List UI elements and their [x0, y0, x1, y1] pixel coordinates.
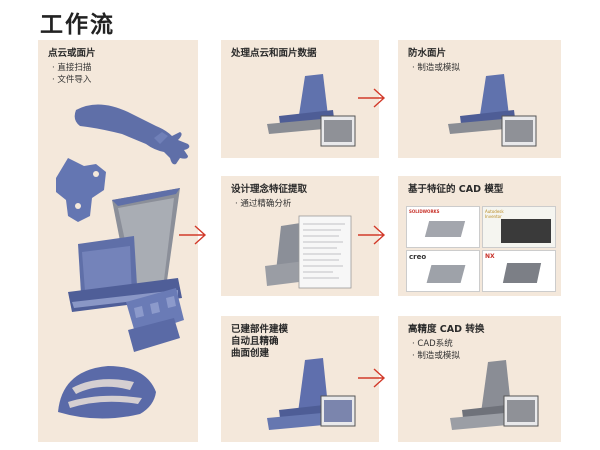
- hand-scan-icon: [74, 104, 190, 165]
- bracket-part-icon: [56, 158, 106, 222]
- page-title: 工作流: [40, 12, 115, 38]
- panel-highprec-items: CAD系统 制造或模拟: [412, 338, 460, 362]
- grille-part-icon: [68, 188, 182, 312]
- creo-logo: creo: [409, 253, 427, 261]
- list-item: 制造或模拟: [412, 62, 460, 74]
- cad-screenshot-inventor: Autodesk Inventor: [482, 206, 556, 248]
- watertight-mesh-illustration: [448, 74, 537, 147]
- part-thumbnail: [424, 221, 466, 237]
- helmet-part-icon: [58, 366, 156, 419]
- list-item: 制造或模拟: [412, 350, 460, 362]
- part-thumbnail: [426, 265, 466, 283]
- list-item: CAD系统: [412, 338, 460, 350]
- arrow-right-icon: [358, 88, 386, 108]
- panel-input-items: 直接扫描 文件导入: [52, 62, 91, 86]
- panel-waterproof: 防水面片 制造或模拟: [398, 40, 561, 158]
- panel-highprec: 高精度 CAD 转换 CAD系统 制造或模拟: [398, 316, 561, 442]
- panel-waterproof-items: 制造或模拟: [412, 62, 460, 74]
- list-item: 直接扫描: [52, 62, 91, 74]
- part-thumbnail: [501, 219, 551, 243]
- cad-screenshot-nx: NX: [482, 250, 556, 292]
- panel-input-title: 点云或面片: [48, 48, 96, 59]
- cad-conversion-illustration: [450, 360, 539, 430]
- panel-process-title: 处理点云和面片数据: [231, 48, 317, 59]
- arrow-right-icon: [358, 225, 386, 245]
- nx-logo: NX: [485, 253, 495, 260]
- arrow-right-icon: [358, 368, 386, 388]
- panel-cad-title: 基于特征的 CAD 模型: [408, 184, 504, 195]
- tread-part-icon: [126, 288, 184, 352]
- panel-design: 设计理念特征提取 通过精确分析: [221, 176, 379, 296]
- title-line: 已建部件建模: [231, 324, 289, 335]
- panel-design-title: 设计理念特征提取: [231, 184, 308, 195]
- scanned-parts-illustration: [56, 104, 190, 419]
- cad-screenshot-solidworks: SOLIDWORKS: [406, 206, 480, 248]
- list-item: 通过精确分析: [235, 198, 291, 210]
- blade-mesh-illustration: [267, 74, 356, 147]
- part-thumbnail: [502, 263, 542, 283]
- panel-design-items: 通过精确分析: [235, 198, 291, 210]
- title-line: 自动且精确: [231, 336, 279, 347]
- panel-input: 点云或面片 直接扫描 文件导入: [38, 40, 198, 442]
- panel-surface: 已建部件建模 自动且精确 曲面创建: [221, 316, 379, 442]
- surface-model-illustration: [267, 358, 356, 430]
- inventor-logo: Autodesk Inventor: [485, 209, 504, 219]
- cad-screenshot-creo: creo: [406, 250, 480, 292]
- solidworks-logo: SOLIDWORKS: [409, 209, 440, 214]
- feature-extraction-illustration: [265, 215, 352, 289]
- panel-process: 处理点云和面片数据: [221, 40, 379, 158]
- panel-surface-title: 已建部件建模 自动且精确 曲面创建: [231, 324, 288, 360]
- list-item: 文件导入: [52, 74, 91, 86]
- panel-cad: 基于特征的 CAD 模型 SOLIDWORKS Autodesk Invento…: [398, 176, 561, 296]
- panel-waterproof-title: 防水面片: [408, 48, 447, 59]
- panel-highprec-title: 高精度 CAD 转换: [408, 324, 485, 335]
- title-line: 曲面创建: [231, 348, 270, 359]
- arrow-right-icon: [179, 225, 207, 245]
